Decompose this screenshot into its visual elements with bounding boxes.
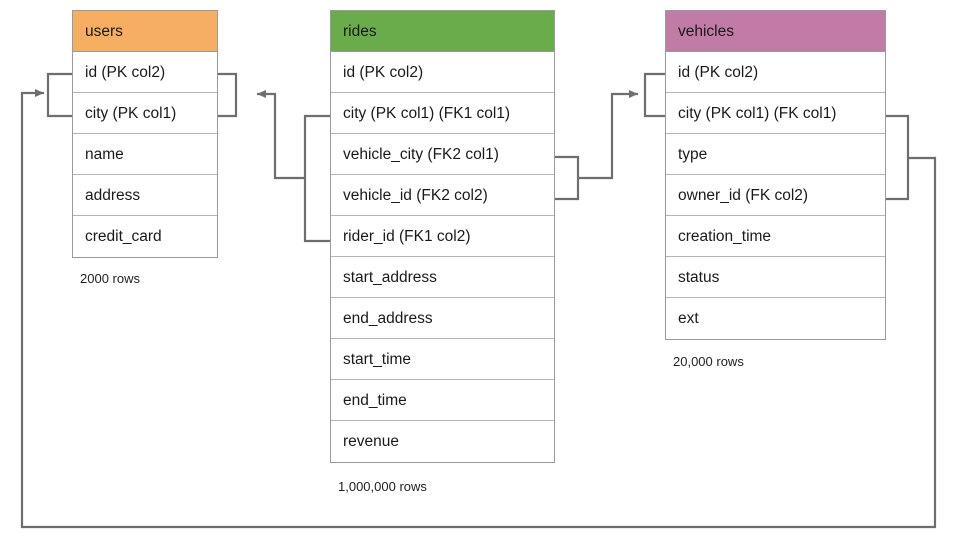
field-vehicles-status[interactable]: status <box>666 257 885 298</box>
field-rides-vehicle-id[interactable]: vehicle_id (FK2 col2) <box>331 175 554 216</box>
field-rides-end-time[interactable]: end_time <box>331 380 554 421</box>
entity-vehicles-title: vehicles <box>666 11 885 52</box>
field-users-name[interactable]: name <box>73 134 217 175</box>
field-users-credit-card[interactable]: credit_card <box>85 228 162 245</box>
entity-rides-title: rides <box>331 11 554 52</box>
field-vehicles-owner-id[interactable]: owner_id (FK col2) <box>666 175 885 216</box>
field-rides-city[interactable]: city (PK col1) (FK1 col1) <box>331 93 554 134</box>
field-vehicles-city[interactable]: city (PK col1) (FK col1) <box>666 93 885 134</box>
wire-users-left-bracket <box>46 72 72 118</box>
field-vehicles-type[interactable]: type <box>666 134 885 175</box>
field-rides-rider-id[interactable]: rider_id (FK1 col2) <box>331 216 554 257</box>
field-users-address[interactable]: address <box>73 175 217 216</box>
field-users-id[interactable]: id (PK col2) <box>73 52 217 93</box>
rowcount-vehicles: 20,000 rows <box>673 354 744 369</box>
field-rides-start-time[interactable]: start_time <box>331 339 554 380</box>
rowcount-rides: 1,000,000 rows <box>338 479 427 494</box>
wire-rides-to-users <box>257 90 305 180</box>
wire-vehicles-left-bracket <box>643 72 665 118</box>
entity-users-title: users <box>73 11 217 52</box>
entity-vehicles[interactable]: vehicles id (PK col2) city (PK col1) (FK… <box>665 10 886 340</box>
field-vehicles-id[interactable]: id (PK col2) <box>666 52 885 93</box>
field-rides-revenue[interactable]: revenue <box>343 433 400 450</box>
field-vehicles-creation-time[interactable]: creation_time <box>666 216 885 257</box>
rowcount-users: 2000 rows <box>80 271 140 286</box>
field-rides-start-address[interactable]: start_address <box>331 257 554 298</box>
entity-users[interactable]: users id (PK col2) city (PK col1) name a… <box>72 10 218 258</box>
field-rides-id[interactable]: id (PK col2) <box>331 52 554 93</box>
wire-rides-left-bracket <box>303 114 330 243</box>
field-vehicles-ext[interactable]: ext <box>678 310 699 327</box>
wire-users-right-bracket <box>218 72 238 118</box>
wire-rides-right-bracket <box>555 155 580 201</box>
field-rides-vehicle-city[interactable]: vehicle_city (FK2 col1) <box>331 134 554 175</box>
wire-vehicles-right-bracket <box>886 114 910 201</box>
entity-rides[interactable]: rides id (PK col2) city (PK col1) (FK1 c… <box>330 10 555 463</box>
wire-rides-to-vehicles <box>578 90 638 180</box>
field-users-city[interactable]: city (PK col1) <box>73 93 217 134</box>
field-rides-end-address[interactable]: end_address <box>331 298 554 339</box>
